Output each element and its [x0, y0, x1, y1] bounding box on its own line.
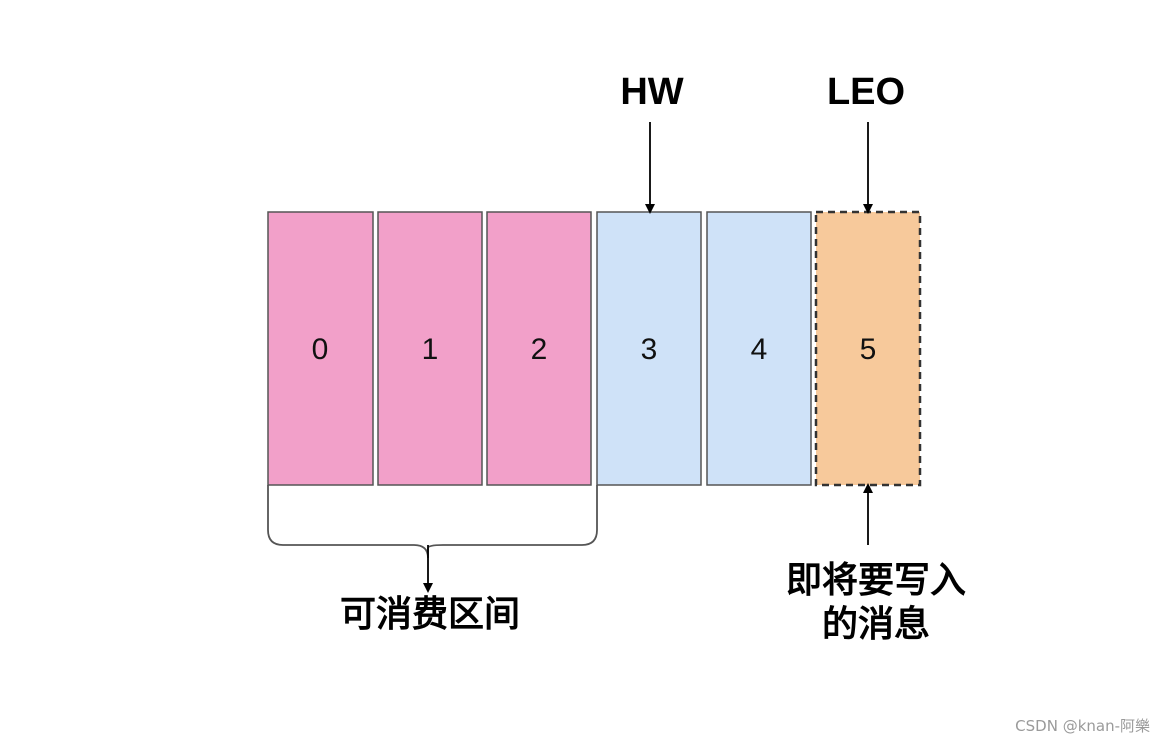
- message-cell-2: [486, 211, 592, 486]
- message-cell-label-1: 1: [422, 333, 439, 366]
- message-cell-label-5: 5: [860, 333, 877, 366]
- message-cell-label-0: 0: [312, 333, 329, 366]
- message-cell-5: [814, 210, 922, 487]
- pending-annotation: 即将要写入 的消息: [786, 483, 966, 645]
- pending-label-line1: 即将要写入: [786, 560, 966, 601]
- hw-pointer: HW: [620, 71, 684, 214]
- message-cell-3: [596, 211, 702, 486]
- range-label: 可消费区间: [340, 594, 520, 635]
- watermark: CSDN @knan-阿樂: [1015, 717, 1150, 735]
- consumable-range: 可消费区间: [267, 485, 598, 635]
- hw-label: HW: [620, 71, 683, 113]
- leo-label: LEO: [827, 71, 905, 113]
- leo-pointer: LEO: [827, 71, 905, 214]
- message-cell-label-2: 2: [531, 333, 548, 366]
- pending-label-line2: 的消息: [822, 604, 930, 645]
- message-cell-label-4: 4: [751, 333, 768, 366]
- message-cell-1: [377, 211, 483, 486]
- range-brace: [267, 485, 598, 559]
- message-cell-0: [267, 211, 374, 486]
- message-cells: 0 1 2 3 4 5: [267, 210, 922, 487]
- message-cell-4: [706, 211, 812, 486]
- message-cell-label-3: 3: [641, 333, 658, 366]
